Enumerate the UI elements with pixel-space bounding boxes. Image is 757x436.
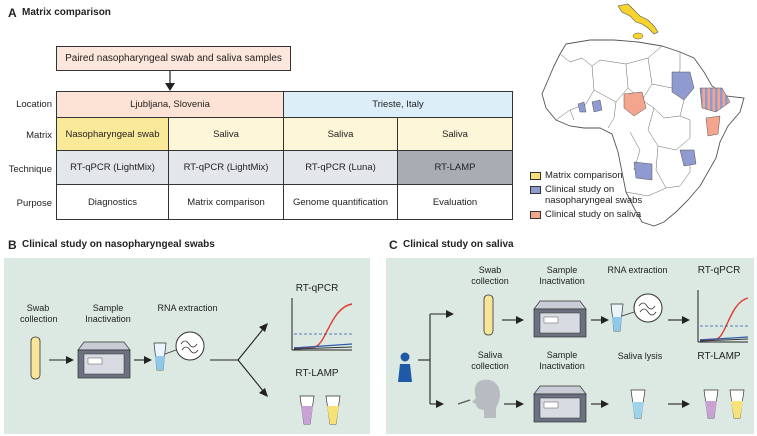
nigeria-orange <box>623 91 647 117</box>
c-bottom-step-lysis: Saliva lysis <box>617 351 663 361</box>
c-rna-tube-icon <box>610 303 624 332</box>
c-bottom-arrow-3 <box>668 400 690 408</box>
c-top-step-swab: Swab collection <box>471 265 509 286</box>
c-bottom-step-rt-lamp: RT-LAMP <box>697 351 741 362</box>
b-step-swab-collection: Swab collection <box>20 303 58 324</box>
b-inactivation-device-icon <box>77 341 131 379</box>
b-output-rt-qpcr: RT-qPCR <box>295 283 339 294</box>
purpose-genome-quantification: Genome quantification <box>283 184 398 220</box>
location-slovenia: Ljubljana, Slovenia <box>56 91 284 118</box>
row-label-purpose: Purpose <box>16 198 52 209</box>
c-top-arrow-2 <box>591 316 609 324</box>
top-box-arrow <box>165 71 175 91</box>
matrix-nasopharyngeal: Nasopharyngeal swab <box>56 117 169 151</box>
c-saliva-head-icon <box>457 379 500 418</box>
matrix-saliva-2: Saliva <box>283 117 398 151</box>
panel-c-title: Clinical study on saliva <box>403 239 514 250</box>
legend-label-matrix: Matrix comparison <box>545 170 623 181</box>
tanzania-blue <box>679 149 697 167</box>
c-qpcr-plot-icon <box>697 290 749 343</box>
c-bottom-inactivation-icon <box>533 385 587 423</box>
c-branch-arrows <box>418 310 454 408</box>
b-rna-tube-icon <box>153 342 167 371</box>
panel-a-letter: A <box>8 6 17 20</box>
legend-label-saliva: Clinical study on saliva <box>545 209 642 220</box>
b-output-rt-lamp: RT-LAMP <box>295 368 339 379</box>
technique-lightmix-1: RT-qPCR (LightMix) <box>56 150 169 185</box>
italy-shape <box>617 3 659 35</box>
purpose-diagnostics: Diagnostics <box>56 184 169 220</box>
panel-a-title: Matrix comparison <box>22 7 111 18</box>
c-top-step-rna: RNA extraction <box>607 265 668 275</box>
africa-map <box>541 3 745 227</box>
panel-b-title: Clinical study on nasopharyngeal swabs <box>22 239 215 250</box>
paired-samples-box: Paired nasopharyngeal swab and saliva sa… <box>56 46 291 71</box>
zambia-blue <box>633 161 653 181</box>
row-label-technique: Technique <box>8 164 52 175</box>
b-swab-tube-icon <box>30 336 41 380</box>
legend-swatch-matrix <box>530 172 541 180</box>
panel-b-letter: B <box>8 238 17 252</box>
matrix-saliva-1: Saliva <box>168 117 284 151</box>
panel-b-graphics <box>30 298 353 425</box>
row-label-matrix: Matrix <box>26 130 52 141</box>
b-step-inactivation: Sample Inactivation <box>85 303 131 324</box>
c-top-arrow-3 <box>668 316 690 324</box>
technique-rt-lamp: RT-LAMP <box>397 150 513 185</box>
c-bottom-step-saliva: Saliva collection <box>471 350 509 371</box>
b-arrow-2 <box>134 356 152 364</box>
purpose-matrix-comparison: Matrix comparison <box>168 184 284 220</box>
panel-c-letter: C <box>389 238 398 252</box>
b-step-rna-extraction: RNA extraction <box>157 303 218 313</box>
c-top-step-inactivation: Sample Inactivation <box>539 265 585 286</box>
c-lysis-tube-icon <box>630 389 646 419</box>
panel-c-graphics <box>398 290 749 423</box>
technique-lightmix-2: RT-qPCR (LightMix) <box>168 150 284 185</box>
c-swab-tube-icon <box>483 294 494 336</box>
technique-luna: RT-qPCR (Luna) <box>283 150 398 185</box>
c-magnifier-icon <box>621 293 663 323</box>
legend-label-swabs: Clinical study on nasopharyngeal swabs <box>545 184 643 206</box>
sicily-shape <box>632 32 644 40</box>
c-bottom-step-inactivation: Sample Inactivation <box>539 350 585 371</box>
kenya-orange <box>705 115 721 137</box>
location-trieste: Trieste, Italy <box>283 91 513 118</box>
ghana-blue <box>591 99 603 113</box>
purpose-evaluation: Evaluation <box>397 184 513 220</box>
ethiopia-striped <box>699 87 731 113</box>
sudan-blue <box>671 71 695 101</box>
westafrica-blue <box>577 101 587 113</box>
c-top-inactivation-icon <box>533 300 587 338</box>
matrix-saliva-3: Saliva <box>397 117 513 151</box>
c-lamp-tubes-icon <box>703 389 745 419</box>
b-arrow-1 <box>49 356 74 364</box>
c-bottom-arrow-2 <box>591 400 609 408</box>
b-qpcr-plot-icon <box>291 298 353 351</box>
legend-swatch-saliva <box>530 211 541 219</box>
c-top-step-rt-qpcr: RT-qPCR <box>697 265 741 276</box>
c-top-arrow-1 <box>502 316 524 324</box>
c-bottom-arrow-1 <box>504 400 524 408</box>
b-branch-arrows <box>210 323 268 397</box>
b-lamp-tubes-icon <box>299 395 341 425</box>
row-label-location: Location <box>16 99 52 110</box>
c-person-icon <box>398 352 412 382</box>
b-magnifier-icon <box>164 331 205 361</box>
legend-swatch-swabs <box>530 186 541 194</box>
